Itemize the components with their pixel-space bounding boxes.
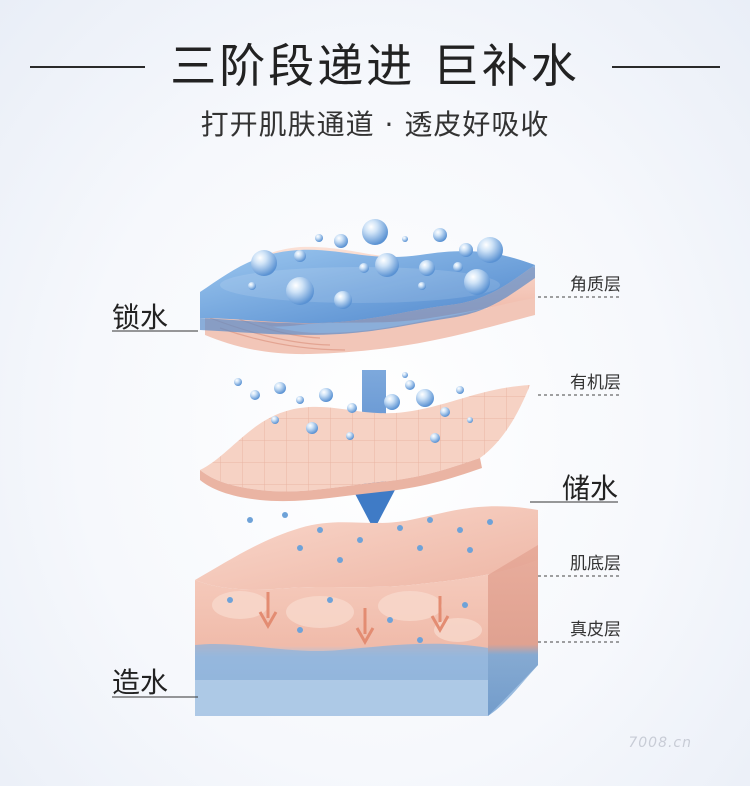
title-right-rule: [612, 66, 720, 68]
header: 三阶段递进 巨补水: [0, 30, 750, 100]
basal-dermis-block: [195, 506, 538, 716]
layer-label-basal: 肌底层: [570, 554, 621, 574]
stage-label-create: 造水: [112, 666, 169, 699]
stage-label-store: 储水: [562, 472, 619, 505]
water-droplets-middle: [234, 372, 473, 443]
title-left-rule: [30, 66, 145, 68]
page-subtitle: 打开肌肤通道 · 透皮好吸收: [200, 108, 550, 141]
water-bubbles-top: [248, 219, 503, 309]
layer-label-organic: 有机层: [570, 373, 621, 393]
layer-label-dermis: 真皮层: [570, 620, 621, 640]
watermark: 7008.cn: [628, 735, 692, 751]
stratum-corneum-layer: [200, 246, 535, 355]
stage-label-lock: 锁水: [112, 301, 169, 334]
layer-label-stratum-corneum: 角质层: [570, 275, 621, 295]
page-title: 三阶段递进 巨补水: [170, 39, 580, 93]
